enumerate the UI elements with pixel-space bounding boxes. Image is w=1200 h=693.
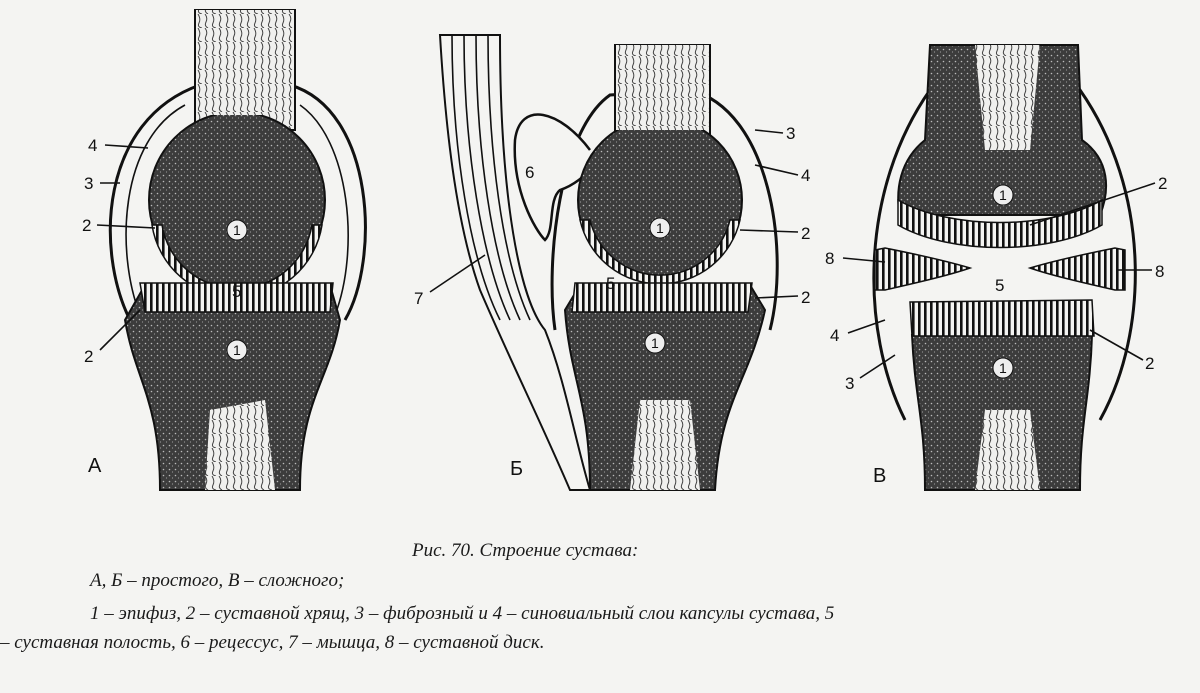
panel-letter: Б (510, 458, 523, 480)
label-1: 1 (656, 220, 664, 236)
label-8: 8 (825, 249, 834, 268)
label-8: 8 (1155, 262, 1164, 281)
label-1: 1 (233, 222, 241, 238)
label-1: 1 (233, 342, 241, 358)
label-2: 2 (1158, 174, 1167, 193)
label-4: 4 (801, 166, 810, 185)
label-4: 4 (88, 136, 97, 155)
synovial-layer (125, 104, 349, 316)
leader-lines (96, 144, 156, 351)
label-1: 1 (651, 335, 659, 351)
label-5: 5 (606, 274, 615, 293)
panel-letter: А (88, 455, 102, 477)
panel-b-simple-joint: 6 7 3 4 2 2 5 1 1 Б (414, 34, 810, 491)
articular-disc-left (874, 247, 973, 291)
label-1: 1 (999, 187, 1007, 203)
label-4: 4 (830, 326, 839, 345)
label-2: 2 (84, 347, 93, 366)
label-6: 6 (525, 163, 534, 182)
label-7: 7 (414, 289, 423, 308)
leader-lines (429, 129, 799, 299)
lower-marrow (205, 400, 275, 490)
panel-c-complex-joint: 2 8 8 5 4 2 3 1 1 В (825, 44, 1167, 491)
recess (513, 113, 591, 242)
label-3: 3 (84, 174, 93, 193)
label-5: 5 (995, 276, 1004, 295)
articular-cartilage-lower (571, 282, 753, 313)
leader-lines (842, 182, 1156, 379)
panel-letter: В (873, 465, 886, 487)
caption-line-3: – суставная полость, 6 – рецессус, 7 – м… (0, 632, 545, 653)
caption-line-2: 1 – эпифиз, 2 – суставной хрящ, 3 – фибр… (90, 603, 835, 624)
label-2: 2 (82, 216, 91, 235)
caption-line-1: А, Б – простого, В – сложного; (90, 570, 345, 591)
muscle-fibers (451, 34, 531, 321)
label-2: 2 (801, 224, 810, 243)
label-5: 5 (232, 282, 241, 301)
label-3: 3 (786, 124, 795, 143)
muscle (438, 34, 592, 491)
label-3: 3 (845, 374, 854, 393)
label-2: 2 (1145, 354, 1154, 373)
lower-epiphysis (123, 284, 342, 491)
label-1: 1 (999, 360, 1007, 376)
articular-cartilage-lower (139, 282, 334, 313)
articular-cartilage-upper (897, 198, 1103, 249)
panel-a-simple-joint: 4 3 2 1 5 1 2 А (82, 9, 367, 491)
articular-cartilage-lower (909, 299, 1095, 337)
joint-diagram: 4 3 2 1 5 1 2 А (82, 9, 1167, 491)
articular-disc-right (1027, 247, 1126, 291)
caption-title: Рис. 70. Строение сустава: (412, 540, 639, 561)
articular-cartilage-upper (579, 219, 741, 285)
label-2: 2 (801, 288, 810, 307)
lower-epiphysis (563, 284, 767, 491)
